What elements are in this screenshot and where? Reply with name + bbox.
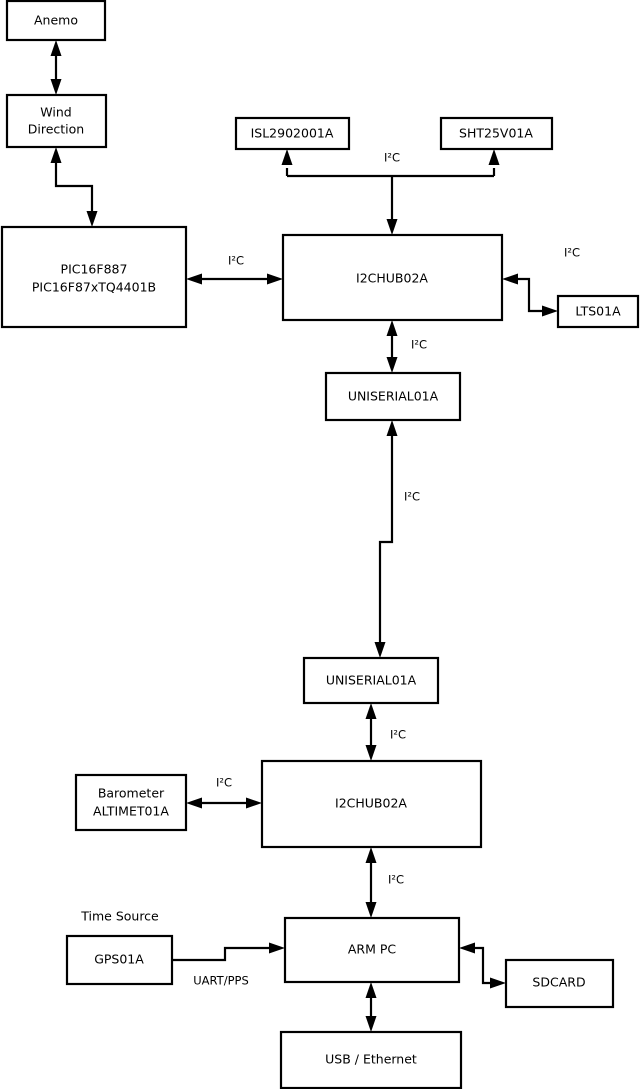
edge-hub-uniserial-top: I²C bbox=[386, 320, 427, 373]
node-barometer-altimet01a[interactable]: Barometer ALTIMET01A bbox=[74, 773, 188, 832]
node-label-usbeth: USB / Ethernet bbox=[325, 1052, 417, 1067]
node-label-anemo: Anemo bbox=[34, 13, 78, 28]
edge-uniserial-link: I²C bbox=[374, 420, 420, 658]
node-label-gps: GPS01A bbox=[94, 952, 144, 967]
edge-label-hub-lts: I²C bbox=[564, 246, 580, 260]
node-uniserial01a-bottom[interactable]: UNISERIAL01A bbox=[302, 656, 440, 705]
edge-armpc-sdcard bbox=[459, 942, 506, 989]
node-label-pic-line2: PIC16F87xTQ4401B bbox=[32, 280, 156, 295]
label-time-source: Time Source bbox=[80, 909, 159, 924]
edge-hub-lts: I²C bbox=[502, 246, 580, 317]
edge-label-uniserial-link: I²C bbox=[404, 490, 420, 504]
node-arm-pc[interactable]: ARM PC bbox=[283, 916, 461, 984]
edge-label-uniserial-hub-bot: I²C bbox=[390, 728, 406, 742]
node-gps01a[interactable]: GPS01A bbox=[65, 934, 174, 986]
node-label-hub-bot: I2CHUB02A bbox=[335, 796, 407, 811]
edge-uniserial-hub-bot: I²C bbox=[365, 703, 406, 761]
node-label-wind-line2: Direction bbox=[28, 122, 84, 137]
node-sht25v01a[interactable]: SHT25V01A bbox=[439, 116, 554, 151]
node-label-isl: ISL2902001A bbox=[251, 126, 334, 141]
node-label-pic-line1: PIC16F887 bbox=[61, 262, 128, 277]
node-uniserial01a-top[interactable]: UNISERIAL01A bbox=[324, 371, 462, 422]
edge-label-gps-armpc: UART/PPS bbox=[193, 974, 249, 988]
edge-gps-armpc: UART/PPS bbox=[172, 942, 285, 988]
node-i2chub02a-bottom[interactable]: I2CHUB02A bbox=[260, 759, 483, 849]
edge-hub-sensors: I²C bbox=[281, 149, 500, 235]
node-anemo[interactable]: Anemo bbox=[5, 0, 107, 42]
node-label-barometer-line2: ALTIMET01A bbox=[93, 804, 169, 819]
edge-wind-pic bbox=[50, 147, 98, 227]
node-usb-ethernet[interactable]: USB / Ethernet bbox=[279, 1030, 463, 1089]
edge-barometer-hub: I²C bbox=[186, 776, 262, 809]
edge-label-barometer-hub: I²C bbox=[216, 776, 232, 790]
node-lts01a[interactable]: LTS01A bbox=[556, 294, 640, 329]
node-label-armpc: ARM PC bbox=[348, 942, 397, 957]
node-label-uniserial-bot: UNISERIAL01A bbox=[326, 673, 417, 688]
node-label-lts: LTS01A bbox=[575, 304, 621, 319]
edge-armpc-usbeth bbox=[365, 982, 377, 1032]
edge-label-pic-hub: I²C bbox=[228, 254, 244, 268]
node-wind-direction[interactable]: Wind Direction bbox=[5, 93, 108, 149]
node-label-sdcard: SDCARD bbox=[532, 975, 585, 990]
edge-label-hub-sensors: I²C bbox=[384, 151, 400, 165]
node-isl2902001a[interactable]: ISL2902001A bbox=[234, 116, 351, 151]
edge-label-hub-armpc: I²C bbox=[388, 873, 404, 887]
node-i2chub02a-top[interactable]: I2CHUB02A bbox=[281, 233, 504, 322]
node-label-uniserial-top: UNISERIAL01A bbox=[348, 389, 439, 404]
node-label-hub-top: I2CHUB02A bbox=[356, 271, 428, 286]
edge-pic-hub-top: I²C bbox=[186, 254, 283, 285]
edge-hub-armpc: I²C bbox=[365, 847, 404, 918]
node-label-wind-line1: Wind bbox=[40, 105, 71, 120]
node-pic-mcu[interactable]: PIC16F887 PIC16F87xTQ4401B bbox=[0, 225, 188, 329]
edge-anemo-wind bbox=[50, 40, 62, 95]
node-sdcard[interactable]: SDCARD bbox=[504, 958, 615, 1009]
node-label-barometer-line1: Barometer bbox=[98, 786, 165, 801]
node-label-sht: SHT25V01A bbox=[459, 126, 533, 141]
edge-label-hub-uniserial: I²C bbox=[411, 338, 427, 352]
